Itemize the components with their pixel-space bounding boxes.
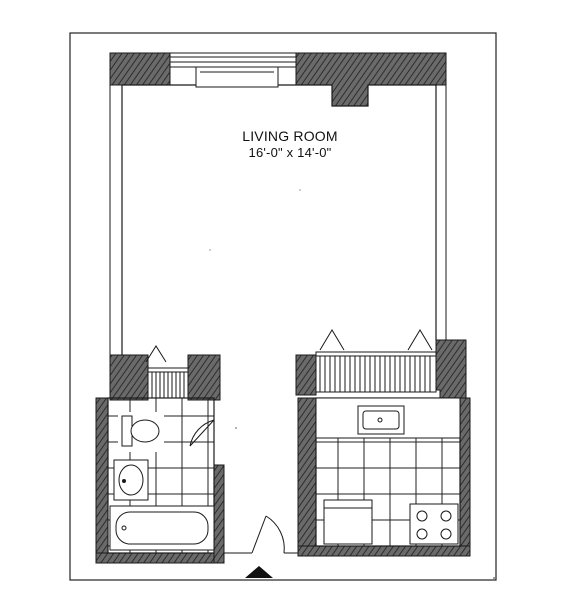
right-wall-upper: [435, 84, 447, 341]
living-room-dimensions: 16'-0" x 14'-0": [248, 145, 332, 160]
window-detail: [170, 56, 296, 88]
kitchen: [315, 397, 461, 547]
kitchen-sink-icon: [357, 405, 405, 435]
closet-left: [145, 345, 189, 399]
window: [169, 52, 297, 68]
living-room-name: LIVING ROOM: [242, 128, 338, 144]
walls: [95, 52, 471, 564]
scan-noise: [209, 189, 495, 579]
right-wall-mid: [435, 339, 467, 401]
living-room-outline: [122, 84, 437, 340]
left-wall-upper: [109, 84, 123, 356]
toilet-icon: [121, 415, 160, 447]
bath-wall-bottom: [95, 552, 223, 564]
bathroom: [107, 397, 215, 554]
entry-arrow-icon: [245, 566, 273, 578]
bath-wall-left: [95, 397, 109, 564]
closet-wall-left-block: [187, 354, 221, 401]
entry-door: [224, 515, 298, 554]
closet-right: [315, 329, 437, 393]
left-wall-mid: [109, 354, 149, 401]
bath-wall-right: [213, 464, 225, 564]
top-wall-left: [109, 52, 171, 86]
kitchen-wall-right: [459, 397, 471, 554]
bath-door-swing: [189, 419, 215, 447]
kitchen-wall-bottom: [297, 545, 471, 557]
refrigerator-icon: [323, 499, 373, 545]
kitchen-wall-left: [297, 397, 317, 554]
top-wall-right: [295, 52, 447, 107]
bath-sink-icon: [113, 459, 149, 501]
range-icon: [409, 503, 459, 545]
partition-center-left: [295, 354, 317, 396]
sheet-border: [69, 32, 497, 581]
bathtub-icon: [109, 505, 215, 551]
